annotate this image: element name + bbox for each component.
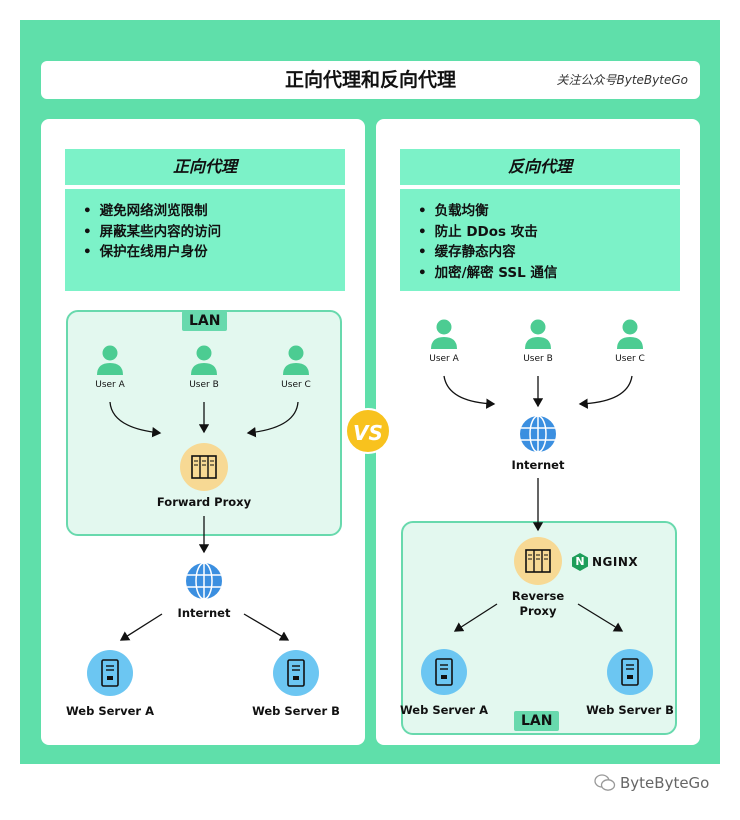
diagram-frame: 正向代理和反向代理 关注公众号ByteByteGo 正向代理 避免网络浏览限制 … (20, 20, 720, 764)
wechat-icon (594, 774, 616, 791)
footer-brand: ByteByteGo (594, 774, 709, 792)
arrow (453, 603, 498, 632)
user-icon (191, 345, 217, 375)
user-icon (617, 319, 643, 349)
title-bar: 正向代理和反向代理 关注公众号ByteByteGo (41, 61, 700, 99)
web-server-label: Web Server A (400, 703, 488, 717)
bullet-item: 屏蔽某些内容的访问 (83, 222, 222, 243)
arrow (119, 613, 163, 641)
arrow (109, 401, 162, 438)
reverse-proxy-title: 反向代理 (400, 149, 680, 185)
user-icon (97, 345, 123, 375)
web-server-icon (607, 649, 653, 695)
nginx-label: NGINX (592, 555, 639, 569)
forward-proxy-bullets: 避免网络浏览限制 屏蔽某些内容的访问 保护在线用户身份 (65, 189, 345, 291)
web-server-label: Web Server B (586, 703, 674, 717)
nginx-logo: N NGINX (572, 552, 638, 572)
user-icon (525, 319, 551, 349)
arrow (246, 401, 299, 438)
web-server-label: Web Server A (66, 704, 154, 718)
user-label: User A (95, 380, 125, 390)
arrow (443, 375, 496, 409)
internet-label: Internet (511, 458, 565, 472)
forward-proxy-title: 正向代理 (65, 149, 345, 185)
user-label: User B (523, 354, 553, 364)
user-label: User A (429, 354, 459, 364)
forward-proxy-label: Forward Proxy (156, 495, 252, 509)
reverse-proxy-label-line1: Reverse (511, 589, 565, 603)
reverse-proxy-label-line2: Proxy (519, 604, 557, 618)
bullet-item: 避免网络浏览限制 (83, 201, 221, 222)
bullet-item: 加密/解密 SSL 通信 (418, 263, 558, 284)
internet-label: Internet (177, 606, 231, 620)
bullet-item: 防止 DDos 攻击 (418, 222, 557, 243)
forward-lan-label: LAN (182, 311, 228, 331)
vs-badge: VS (345, 408, 391, 454)
arrow (243, 613, 290, 641)
reverse-proxy-bullets: 负载均衡 防止 DDos 攻击 缓存静态内容 加密/解密 SSL 通信 (400, 189, 680, 291)
web-server-icon (273, 650, 319, 696)
bullet-item: 负载均衡 (418, 201, 557, 222)
arrow (578, 375, 633, 409)
globe-icon (520, 415, 556, 453)
nginx-icon: N (572, 553, 588, 571)
user-label: User C (281, 380, 311, 390)
bullet-item: 保护在线用户身份 (83, 242, 221, 263)
user-icon (283, 345, 309, 375)
arrow (577, 603, 624, 632)
user-label: User B (189, 380, 219, 390)
reverse-lan-label: LAN (514, 711, 560, 731)
bullet-item: 缓存静态内容 (418, 242, 557, 263)
footer-brand-text: ByteByteGo (620, 774, 710, 792)
globe-icon (186, 562, 222, 600)
web-server-icon (87, 650, 133, 696)
server-rack-icon (180, 443, 228, 491)
page-title: 正向代理和反向代理 (284, 69, 456, 91)
web-server-label: Web Server B (252, 704, 340, 718)
user-label: User C (615, 354, 645, 364)
attribution-text: 关注公众号ByteByteGo (556, 73, 689, 87)
server-rack-icon (514, 537, 562, 585)
web-server-icon (421, 649, 467, 695)
user-icon (431, 319, 457, 349)
